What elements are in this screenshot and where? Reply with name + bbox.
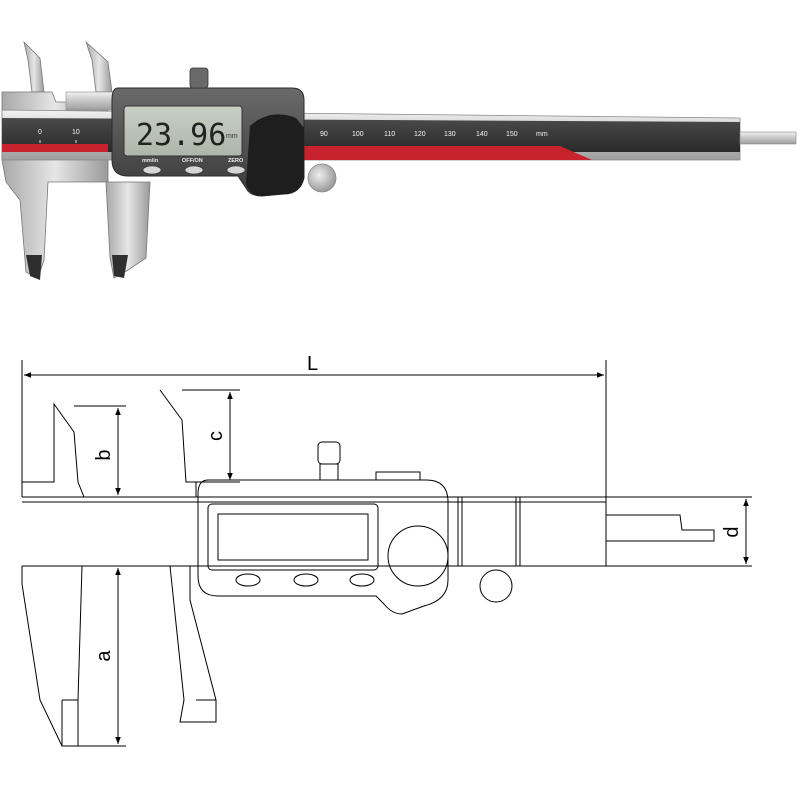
photo-lock-screw [189, 67, 209, 89]
photo-moving-upper-jaw [85, 40, 113, 93]
drawing-thumb-roller [479, 569, 513, 603]
drawing-lcd-screen [217, 513, 369, 561]
scale-label-130: 130 [444, 131, 456, 138]
photo-lcd-screen [123, 105, 243, 157]
scale-label-120: 120 [414, 131, 426, 138]
drawing-lcd-frame [207, 503, 379, 571]
drawing-display-housing [197, 479, 449, 615]
photo-button-label-mm-in: mm/in [142, 158, 159, 164]
drawing-dial [387, 525, 449, 587]
photo-lcd-reading: 23.96 [136, 118, 226, 153]
photo-thumb-roller [307, 163, 337, 193]
photo-moving-lower-jaw [105, 181, 151, 279]
dim-label-b: b [93, 449, 115, 460]
drawing-fixed-jaw [21, 402, 85, 747]
photo-button-label-zero: ZERO [228, 158, 244, 164]
scale-label-100: 100 [352, 131, 364, 138]
scale-label-110: 110 [384, 131, 395, 138]
scale-label-150: 150 [506, 131, 518, 138]
photo-fixed-lower-jaw [26, 255, 42, 280]
scale-label-90: 90 [320, 131, 328, 138]
drawing-button-1 [235, 573, 261, 587]
drawing-main-beam [22, 496, 607, 567]
scale-label-10: 10 [72, 129, 80, 136]
photo-moving-jaw-tip [112, 255, 128, 278]
photo-fixed-upper-jaw [23, 40, 45, 93]
scale-label-0: 0 [38, 129, 42, 136]
photo-slider-plate [65, 91, 115, 111]
photo-buttons: mm/in OFF/ON ZERO [142, 158, 246, 175]
dimension-labels: L b c a d [93, 353, 743, 662]
caliper-drawing [21, 360, 752, 747]
photo-button-mm-in [142, 165, 162, 175]
photo-button-off-on [184, 165, 204, 175]
drawing-button-3 [349, 573, 375, 587]
dim-label-d: d [721, 526, 743, 537]
caliper-photo: 0 10 90 100 110 120 130 140 150 mm 23.96… [1, 40, 797, 280]
photo-display-grip [246, 114, 304, 196]
scale-unit-label: mm [536, 131, 548, 138]
scale-label-140: 140 [476, 131, 488, 138]
drawing-button-2 [293, 573, 319, 587]
drawing-beam-breaks [457, 497, 521, 566]
photo-button-label-off-on: OFF/ON [182, 158, 203, 164]
photo-scale-left: 0 10 [38, 129, 80, 143]
drawing-lock-screw [317, 441, 341, 465]
drawing-fixed-jaw-tip [61, 699, 78, 746]
drawing-top-tab [375, 471, 421, 481]
photo-red-stripe-right [300, 146, 592, 160]
photo-scale-right: 90 100 110 120 130 140 150 mm [320, 131, 548, 138]
drawing-moving-jaw [159, 389, 217, 723]
dim-label-a: a [93, 650, 115, 662]
dim-label-L: L [307, 353, 318, 375]
photo-button-zero [226, 165, 246, 175]
dim-label-c: c [205, 431, 227, 441]
photo-red-stripe [2, 144, 108, 152]
drawing-lock-screw-stem [319, 463, 339, 481]
drawing-depth-rod [606, 514, 715, 542]
photo-depth-rod [739, 131, 797, 145]
photo-lcd-unit: mm [226, 133, 238, 140]
